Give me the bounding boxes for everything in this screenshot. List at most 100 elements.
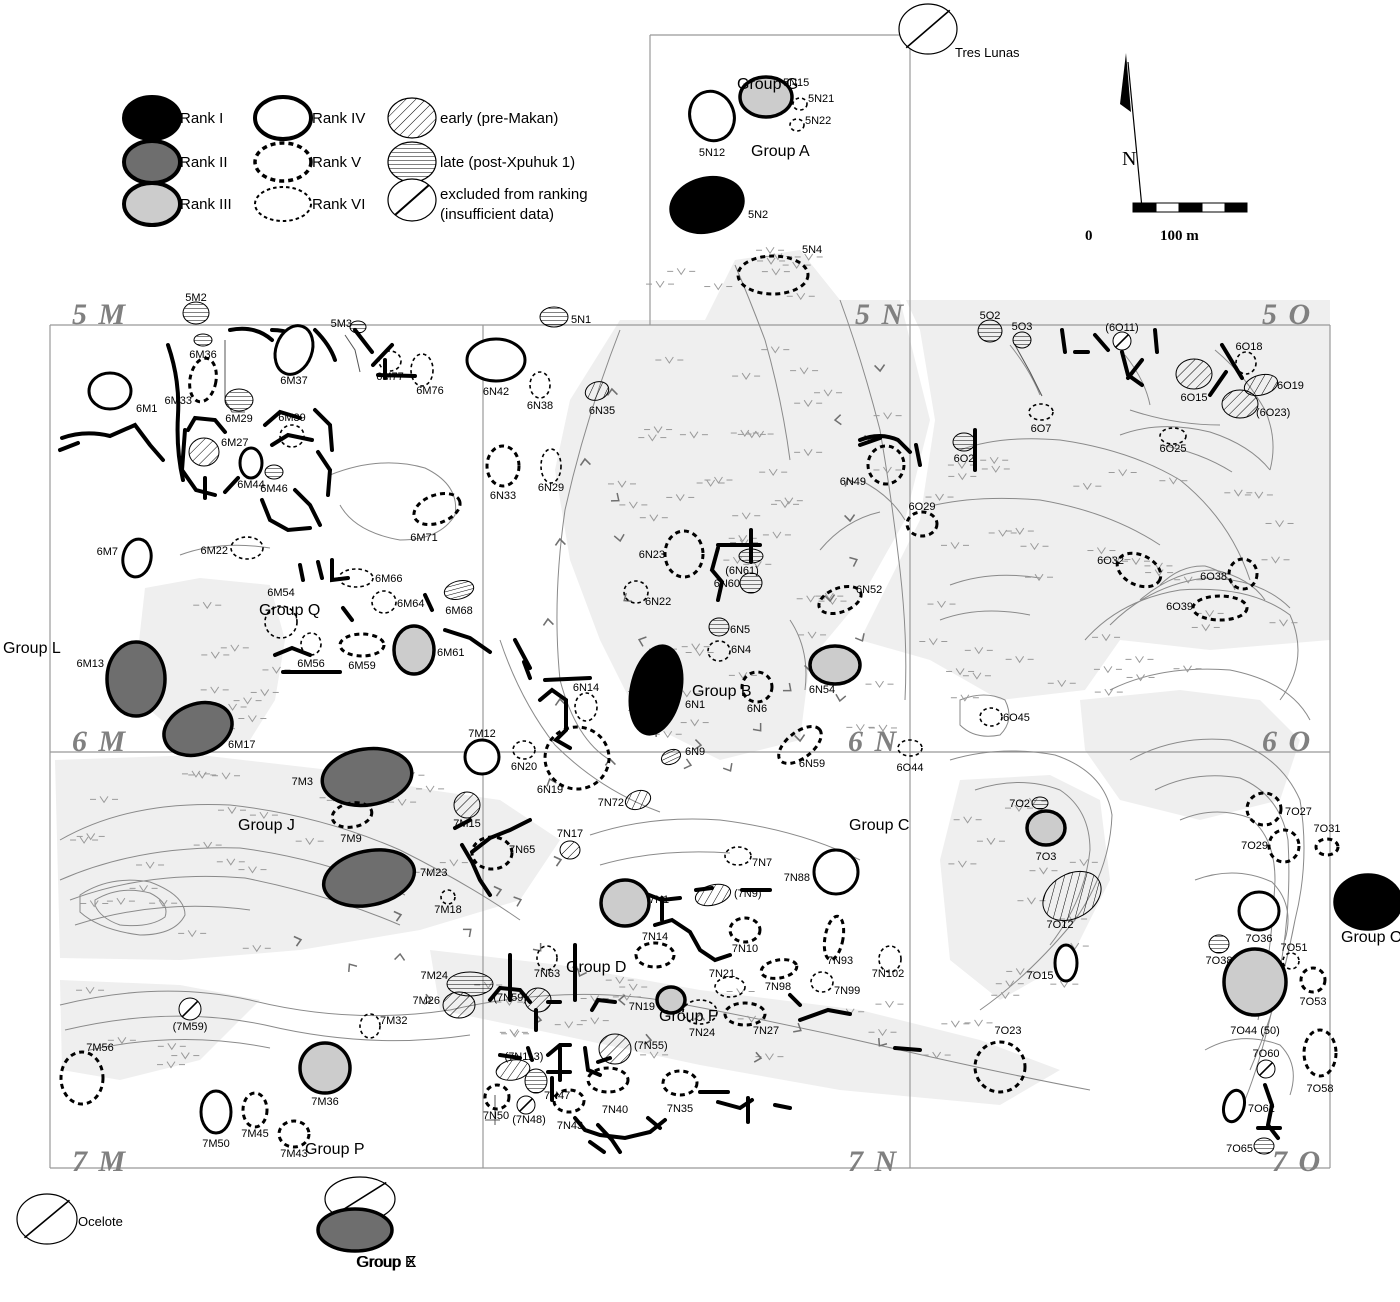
structure-7N1[interactable] xyxy=(599,878,651,928)
structure-6M1[interactable] xyxy=(87,371,133,411)
structure-7N19[interactable] xyxy=(655,985,687,1015)
structure-7N35[interactable] xyxy=(661,1069,699,1097)
structure-6M66[interactable] xyxy=(338,568,374,588)
structure-7N21[interactable] xyxy=(714,976,746,998)
structure-5N2[interactable] xyxy=(664,169,749,240)
structure-6O44[interactable] xyxy=(897,739,923,757)
structure-6N1[interactable] xyxy=(622,641,690,739)
structure-6M71[interactable] xyxy=(410,488,465,531)
structure-5N4[interactable] xyxy=(736,254,810,296)
structure-6N23[interactable] xyxy=(663,529,705,579)
structure-6O32[interactable] xyxy=(1112,547,1166,594)
structure-7N24[interactable] xyxy=(682,999,718,1025)
structure-7N40[interactable] xyxy=(586,1066,630,1094)
structure-6M54[interactable] xyxy=(264,605,298,639)
structure-6O38[interactable] xyxy=(1227,557,1259,591)
structure-6O39[interactable] xyxy=(1191,594,1249,622)
structure-7N102[interactable] xyxy=(878,945,902,973)
structure-6M36[interactable] xyxy=(193,333,213,347)
structure-7N50[interactable] xyxy=(483,1083,511,1111)
structure-7M15[interactable] xyxy=(453,791,481,819)
structure-7M50[interactable] xyxy=(199,1089,233,1135)
structure-6N29[interactable] xyxy=(540,448,562,484)
structure-5N22[interactable] xyxy=(789,118,805,132)
structure-5N12[interactable] xyxy=(683,85,741,147)
structure-6N9[interactable] xyxy=(659,746,683,767)
structure-7M32[interactable] xyxy=(359,1013,381,1039)
structure-7M3[interactable] xyxy=(319,743,416,811)
marker-ocelote[interactable] xyxy=(16,1193,78,1245)
structure-6N49[interactable] xyxy=(866,444,906,486)
structure-7M18[interactable] xyxy=(440,889,456,905)
structure-7O62[interactable] xyxy=(1220,1088,1248,1124)
structure-7N17[interactable] xyxy=(559,840,581,860)
structure-5M3[interactable] xyxy=(349,320,367,334)
structure-6M44[interactable] xyxy=(238,446,264,480)
structure-7O4450[interactable] xyxy=(1222,947,1288,1017)
structure-7N113[interactable] xyxy=(495,1057,532,1083)
structure-7O27[interactable] xyxy=(1245,791,1283,827)
structure-6O25[interactable] xyxy=(1159,427,1187,445)
structure-5N15[interactable] xyxy=(738,75,794,119)
structure-7O15[interactable] xyxy=(1053,943,1079,983)
structure-6O18[interactable] xyxy=(1235,351,1257,375)
structure-6N5[interactable] xyxy=(708,617,730,637)
structure-7N65[interactable] xyxy=(470,835,514,871)
structure-7O29[interactable] xyxy=(1267,828,1301,864)
structure-6O23[interactable] xyxy=(1221,389,1259,419)
structure-6M17[interactable] xyxy=(157,694,240,765)
marker-group-x[interactable] xyxy=(316,1207,394,1253)
structure-6M13[interactable] xyxy=(105,640,167,718)
structure-7M56[interactable] xyxy=(59,1050,105,1106)
structure-6N22[interactable] xyxy=(623,580,649,604)
structure-7N88[interactable] xyxy=(812,848,860,896)
structure-7M45[interactable] xyxy=(241,1091,269,1129)
structure-6M22[interactable] xyxy=(230,536,264,560)
structure-5O2[interactable] xyxy=(977,319,1003,343)
structure-6N60[interactable] xyxy=(739,572,763,594)
structure-7N98[interactable] xyxy=(759,957,799,981)
structure-6M77[interactable] xyxy=(378,350,402,372)
structure-5O3[interactable] xyxy=(1012,331,1032,349)
structure-7N48[interactable] xyxy=(516,1095,536,1115)
structure-6N42[interactable] xyxy=(465,337,527,383)
structure-7M43[interactable] xyxy=(277,1119,311,1149)
structure-6O15[interactable] xyxy=(1175,358,1213,390)
structure-7N63[interactable] xyxy=(536,945,558,971)
structure-6N14[interactable] xyxy=(574,692,598,722)
structure-7M36[interactable] xyxy=(298,1041,352,1095)
structure-7N9[interactable] xyxy=(693,881,733,910)
structure-7M9[interactable] xyxy=(330,800,374,831)
structure-7N59[interactable] xyxy=(524,987,552,1013)
structure-7O58[interactable] xyxy=(1302,1028,1338,1078)
structure-5M2[interactable] xyxy=(182,301,210,325)
structure-6M37[interactable] xyxy=(269,320,320,379)
structure-7O51[interactable] xyxy=(1282,952,1300,970)
structure-7M26[interactable] xyxy=(442,991,476,1019)
structure-6M61[interactable] xyxy=(392,624,436,676)
structure-7N93[interactable] xyxy=(821,914,846,962)
structure-6O19[interactable] xyxy=(1242,371,1280,399)
structure-6M64[interactable] xyxy=(371,590,397,614)
structure-7N55[interactable] xyxy=(598,1033,632,1065)
structure-6O2[interactable] xyxy=(952,432,976,452)
structure-5N1[interactable] xyxy=(539,306,569,328)
structure-7N7[interactable] xyxy=(724,846,752,866)
structure-7N27[interactable] xyxy=(723,1001,767,1027)
structure-6N52[interactable] xyxy=(815,581,865,619)
structure-6O11[interactable] xyxy=(1112,331,1132,351)
structure-6N38[interactable] xyxy=(529,371,551,399)
structure-7M23[interactable] xyxy=(318,842,419,914)
structure-7O3[interactable] xyxy=(1025,809,1067,847)
structure-7O23[interactable] xyxy=(973,1040,1027,1094)
structure-7M59[interactable] xyxy=(178,997,202,1021)
structure-7N14[interactable] xyxy=(634,941,676,969)
structure-7O38[interactable] xyxy=(1208,934,1230,954)
structure-6N54[interactable] xyxy=(808,644,862,686)
structure-6N4[interactable] xyxy=(707,640,731,662)
structure-6N59[interactable] xyxy=(772,719,827,770)
structure-6O29[interactable] xyxy=(905,510,939,538)
structure-6M29[interactable] xyxy=(224,388,254,412)
structure-6M59[interactable] xyxy=(338,632,386,658)
structure-6M33[interactable] xyxy=(186,356,219,404)
